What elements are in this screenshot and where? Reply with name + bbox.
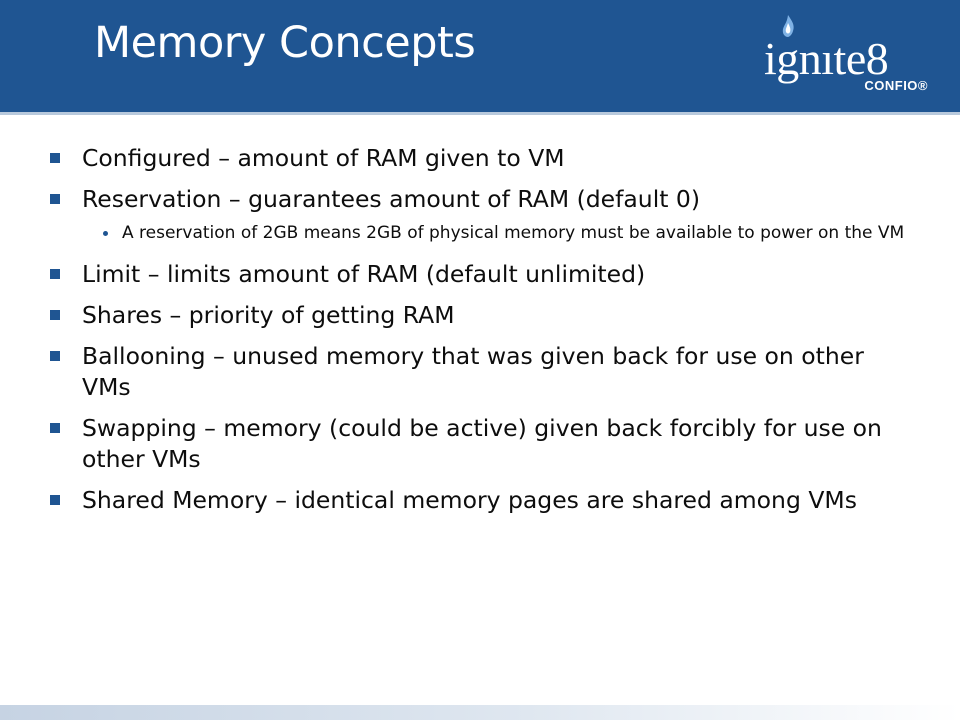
square-bullet-icon — [50, 153, 60, 163]
slide-header: Memory Concepts ignıte8 CONFIO® — [0, 0, 960, 115]
bullet-text: Shared Memory – identical memory pages a… — [82, 486, 857, 514]
bullet-text: Reservation – guarantees amount of RAM (… — [82, 185, 701, 213]
bullet-text: Ballooning – unused memory that was give… — [82, 342, 864, 401]
bullet-text: Swapping – memory (could be active) give… — [82, 414, 882, 473]
dot-bullet-icon — [103, 231, 108, 236]
bullet-text: Configured – amount of RAM given to VM — [82, 144, 565, 172]
ignite8-logo: ignıte8 CONFIO® — [764, 14, 934, 100]
bullet-item-ballooning: Ballooning – unused memory that was give… — [44, 341, 914, 403]
square-bullet-icon — [50, 269, 60, 279]
bullet-item-shares: Shares – priority of getting RAM — [44, 300, 914, 331]
bullet-item-configured: Configured – amount of RAM given to VM — [44, 143, 914, 174]
square-bullet-icon — [50, 310, 60, 320]
bullet-text: Shares – priority of getting RAM — [82, 301, 455, 329]
bullet-item-limit: Limit – limits amount of RAM (default un… — [44, 259, 914, 290]
bullet-item-reservation: Reservation – guarantees amount of RAM (… — [44, 184, 914, 215]
flame-icon — [782, 15, 794, 37]
sub-bullet-text: A reservation of 2GB means 2GB of physic… — [122, 223, 905, 243]
sub-bullet-item-reservation-example: A reservation of 2GB means 2GB of physic… — [44, 221, 914, 245]
logo-wordmark: ignıte8 — [764, 33, 889, 84]
bullet-item-swapping: Swapping – memory (could be active) give… — [44, 413, 914, 475]
square-bullet-icon — [50, 351, 60, 361]
footer-gradient-bar — [0, 705, 960, 720]
bullet-list: Configured – amount of RAM given to VM R… — [44, 143, 914, 526]
logo-subtext: CONFIO® — [864, 78, 928, 93]
square-bullet-icon — [50, 423, 60, 433]
square-bullet-icon — [50, 495, 60, 505]
square-bullet-icon — [50, 194, 60, 204]
bullet-item-shared-memory: Shared Memory – identical memory pages a… — [44, 485, 914, 516]
slide-title: Memory Concepts — [94, 18, 476, 68]
bullet-text: Limit – limits amount of RAM (default un… — [82, 260, 646, 288]
